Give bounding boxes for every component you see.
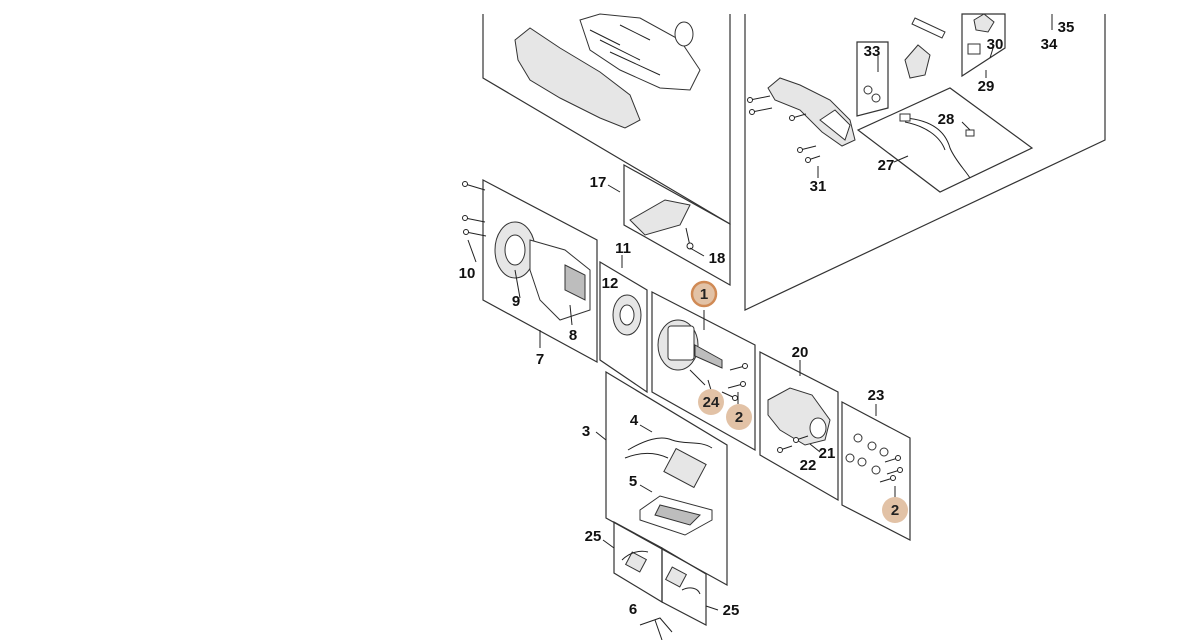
part-label-29[interactable]: 29: [978, 78, 995, 95]
part-label-30[interactable]: 30: [987, 36, 1004, 53]
part-label-2[interactable]: 2: [735, 409, 743, 426]
part-label-25[interactable]: 25: [585, 528, 602, 545]
part-label-25[interactable]: 25: [723, 602, 740, 619]
part-label-1[interactable]: 1: [700, 286, 708, 303]
subpanel-3: [605, 370, 728, 587]
subpanel-1-motor: [651, 291, 756, 452]
leader-lines: [467, 14, 1053, 611]
part-label-28[interactable]: 28: [938, 111, 955, 128]
part-label-4[interactable]: 4: [630, 412, 639, 429]
part-label-27[interactable]: 27: [878, 157, 895, 174]
part-label-10[interactable]: 10: [459, 265, 476, 282]
part-label-31[interactable]: 31: [810, 178, 827, 195]
highlight-marker-2b: [882, 497, 908, 523]
part-label-8[interactable]: 8: [569, 327, 577, 344]
part-label-17[interactable]: 17: [590, 174, 607, 191]
subpanel-11-12: [599, 260, 648, 394]
part-label-22[interactable]: 22: [800, 457, 817, 474]
subpanel-25-right: [661, 546, 707, 626]
part-6: [639, 617, 673, 640]
subpanel-25-left: [613, 520, 663, 604]
part-label-12[interactable]: 12: [602, 275, 619, 292]
fan-screws: [462, 181, 487, 237]
part-label-34[interactable]: 34: [1041, 36, 1058, 53]
handle-panel: [744, 13, 1106, 311]
part-label-3[interactable]: 3: [582, 423, 590, 440]
highlight-marker-1: [690, 280, 718, 308]
part-label-35[interactable]: 35: [1058, 19, 1075, 36]
part-label-33[interactable]: 33: [864, 43, 881, 60]
housing-panel: [482, 13, 731, 226]
subpanel-7: [462, 179, 598, 364]
part-label-18[interactable]: 18: [709, 250, 726, 267]
subpanel-17-18: [623, 163, 731, 287]
highlight-marker-2a: [726, 404, 752, 430]
subpanel-33: [856, 41, 889, 117]
motor-screws: [721, 363, 748, 401]
part-label-7[interactable]: 7: [536, 351, 544, 368]
part-label-24[interactable]: 24: [703, 394, 720, 411]
part-labels: 1 2 2 24 3 4 5 6 7 8 9 10 11 12 17 18 20…: [459, 19, 1075, 619]
part-label-23[interactable]: 23: [868, 387, 885, 404]
part-label-21[interactable]: 21: [819, 445, 836, 462]
part-label-9[interactable]: 9: [512, 293, 520, 310]
subpanel-29-30: [961, 13, 1006, 78]
highlight-markers: [690, 280, 908, 523]
handle-screws: [747, 95, 821, 163]
part-label-5[interactable]: 5: [629, 473, 637, 490]
part-label-11[interactable]: 11: [615, 240, 631, 257]
subpanel-27-28: [856, 87, 1034, 193]
part-label-20[interactable]: 20: [792, 344, 809, 361]
subpanel-23: [841, 401, 911, 541]
part-label-6[interactable]: 6: [629, 601, 637, 618]
subpanel-20-22: [759, 351, 839, 502]
part-label-2[interactable]: 2: [891, 502, 899, 519]
highlight-marker-24: [698, 389, 724, 415]
